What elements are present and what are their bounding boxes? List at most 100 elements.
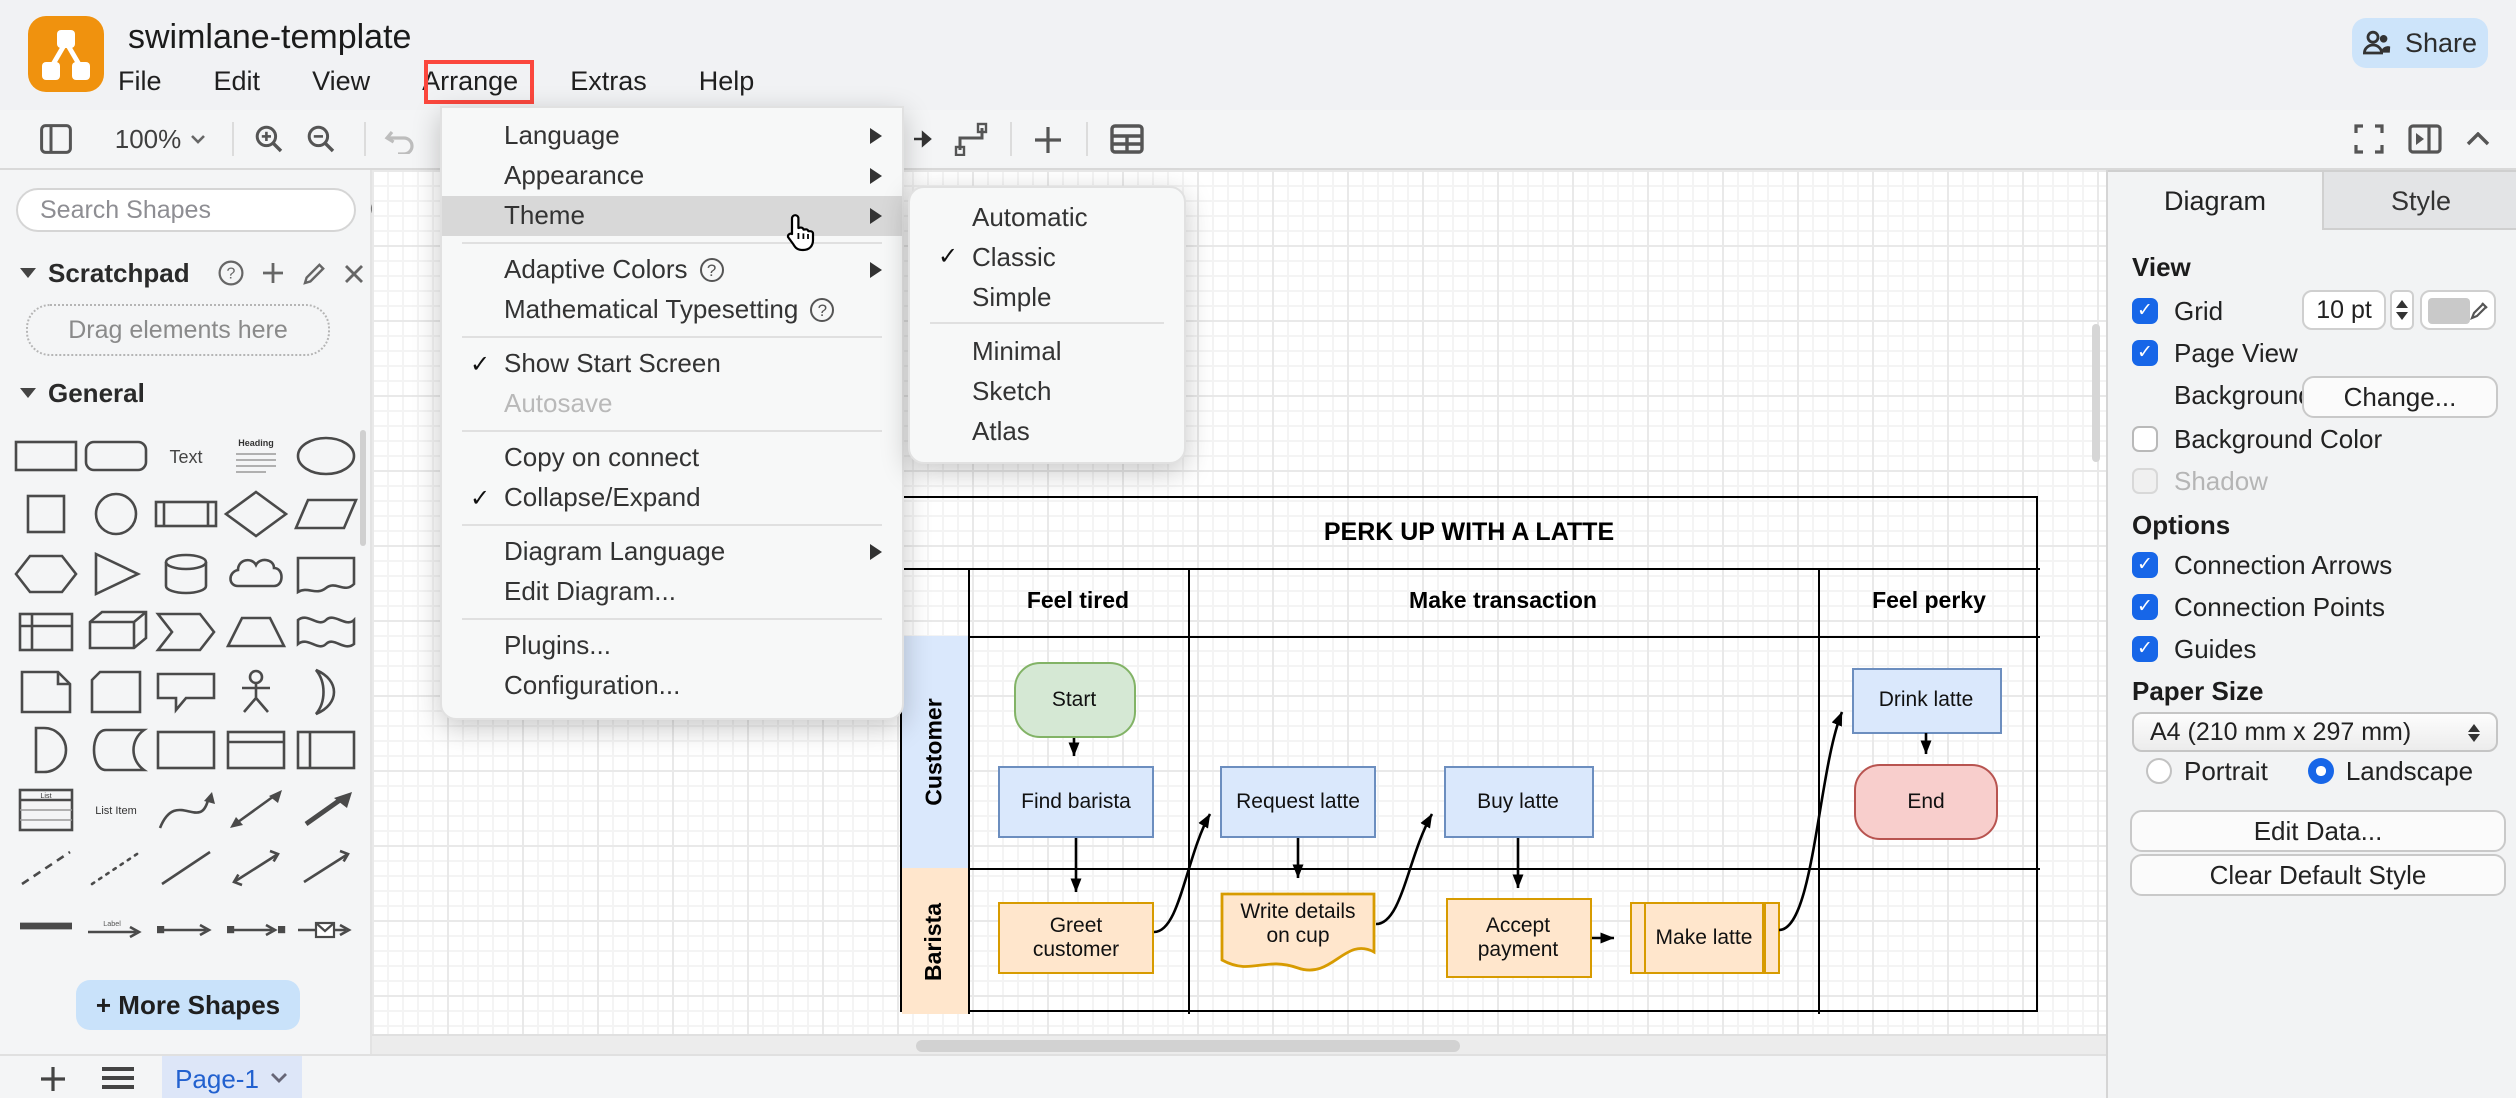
menu-item-plugins[interactable]: Plugins... — [504, 630, 611, 660]
shape-tape[interactable] — [292, 603, 360, 662]
waypoints-connector-icon[interactable] — [950, 110, 994, 168]
landscape-radio[interactable] — [2307, 758, 2334, 784]
shape-text[interactable]: Text — [152, 426, 220, 485]
shape-square[interactable] — [12, 485, 80, 544]
shape-document[interactable] — [292, 544, 360, 603]
more-shapes-button[interactable]: + More Shapes — [76, 980, 300, 1030]
node-request-latte[interactable]: Request latte — [1220, 766, 1376, 838]
column-header[interactable]: Make transaction — [1409, 589, 1597, 613]
change-background-button[interactable]: Change... — [2302, 376, 2498, 418]
shape-rectangle[interactable] — [12, 426, 80, 485]
menu-item-classic[interactable]: ✓Classic — [938, 241, 1056, 271]
toggle-sidebar-button[interactable] — [36, 110, 76, 168]
menu-item-copy-on-connect[interactable]: Copy on connect — [504, 442, 700, 472]
horizontal-scrollbar[interactable] — [372, 1034, 2106, 1054]
shape-parallelogram[interactable] — [292, 485, 360, 544]
toggle-format-panel-button[interactable] — [2402, 110, 2446, 168]
guides-checkbox[interactable]: ✓ — [2132, 636, 2158, 662]
pages-list-button[interactable] — [96, 1056, 140, 1098]
shape-cloud[interactable] — [222, 544, 290, 603]
menu-view[interactable]: View — [312, 66, 371, 96]
menu-item-sketch[interactable]: Sketch — [972, 375, 1052, 405]
page-view-checkbox[interactable]: ✓ — [2132, 340, 2158, 366]
shape-actor[interactable] — [222, 662, 290, 721]
sidebar-scrollbar[interactable] — [360, 430, 366, 546]
menu-item-mathematical-typesetting[interactable]: Mathematical Typesetting? — [442, 289, 902, 329]
connection-points-checkbox[interactable]: ✓ — [2132, 594, 2158, 620]
menu-item-minimal[interactable]: Minimal — [972, 335, 1062, 365]
column-header[interactable]: Feel tired — [1026, 589, 1130, 613]
shape-or[interactable] — [292, 662, 360, 721]
add-page-button[interactable] — [32, 1056, 72, 1098]
search-input[interactable] — [18, 196, 370, 224]
menu-item-theme[interactable]: Theme — [442, 195, 902, 235]
shape-curve[interactable] — [152, 780, 220, 839]
node-drink-latte[interactable]: Drink latte — [1851, 667, 2001, 733]
menu-item-atlas[interactable]: Atlas — [972, 415, 1030, 445]
grid-size-stepper[interactable] — [2390, 290, 2414, 330]
node-greet-customer[interactable]: Greet customer — [998, 902, 1154, 974]
shape-process[interactable] — [152, 485, 220, 544]
shape-container[interactable] — [152, 721, 220, 780]
shape-rounded-rectangle[interactable] — [82, 426, 150, 485]
connection-arrows-checkbox[interactable]: ✓ — [2132, 552, 2158, 578]
menu-item-diagram-language[interactable]: Diagram Language — [442, 531, 902, 571]
shape-list[interactable]: List — [12, 780, 80, 839]
shape-list-item[interactable]: List Item — [82, 780, 150, 839]
shape-line[interactable] — [152, 839, 220, 898]
close-icon[interactable] — [344, 263, 364, 283]
shape-trapezoid[interactable] — [222, 603, 290, 662]
search-shapes-box[interactable] — [16, 188, 396, 232]
node-end[interactable]: End — [1854, 764, 1998, 840]
menu-item-show-start-screen[interactable]: ✓Show Start Screen — [470, 348, 721, 378]
menu-file[interactable]: File — [118, 66, 162, 96]
shape-dashed-line[interactable] — [12, 839, 80, 898]
general-section[interactable]: General — [20, 378, 145, 408]
swimlane-pool[interactable]: PERK UP WITH A LATTE Feel tired Make tra… — [900, 495, 2040, 1014]
shape-bidirectional-arrow[interactable] — [222, 780, 290, 839]
menu-item-collapse-expand[interactable]: ✓Collapse/Expand — [470, 482, 701, 512]
edit-pencil-icon[interactable] — [302, 261, 326, 285]
lane-label-customer[interactable]: Customer — [902, 635, 968, 868]
shape-directional-connector[interactable] — [292, 839, 360, 898]
shape-diamond[interactable] — [222, 485, 290, 544]
shape-arrow-with-label[interactable]: Label — [82, 898, 150, 957]
vertical-scrollbar-thumb[interactable] — [2092, 324, 2100, 462]
paper-size-select[interactable]: A4 (210 mm x 297 mm) — [2132, 712, 2498, 752]
node-buy-latte[interactable]: Buy latte — [1443, 766, 1593, 838]
share-button[interactable]: Share — [2352, 18, 2488, 68]
shape-cylinder[interactable] — [152, 544, 220, 603]
shape-hexagon[interactable] — [12, 544, 80, 603]
zoom-in-button[interactable] — [248, 110, 288, 168]
shape-data-storage[interactable] — [82, 721, 150, 780]
shape-link[interactable] — [12, 898, 80, 957]
shape-callout[interactable] — [152, 662, 220, 721]
shape-arrow[interactable] — [292, 780, 360, 839]
horizontal-scrollbar-thumb[interactable] — [916, 1040, 1460, 1052]
background-color-checkbox[interactable] — [2132, 426, 2158, 452]
menu-edit[interactable]: Edit — [213, 66, 261, 96]
shape-triangle[interactable] — [82, 544, 150, 603]
menu-item-language[interactable]: Language — [442, 115, 902, 155]
shape-cube[interactable] — [82, 603, 150, 662]
node-accept-payment[interactable]: Accept payment — [1445, 898, 1591, 978]
shape-and[interactable] — [12, 721, 80, 780]
edit-data-button[interactable]: Edit Data... — [2130, 810, 2506, 852]
node-start[interactable]: Start — [1013, 662, 1135, 738]
clear-default-style-button[interactable]: Clear Default Style — [2130, 854, 2506, 896]
shape-side-container[interactable] — [292, 721, 360, 780]
menu-item-configuration[interactable]: Configuration... — [504, 670, 681, 700]
scratchpad-section[interactable]: Scratchpad ? — [20, 258, 364, 288]
shape-textbox[interactable]: Heading — [222, 426, 290, 485]
insert-plus-button[interactable] — [1028, 110, 1068, 168]
pool-title[interactable]: PERK UP WITH A LATTE — [1323, 518, 1615, 546]
zoom-out-button[interactable] — [300, 110, 340, 168]
shape-card[interactable] — [82, 662, 150, 721]
menu-help[interactable]: Help — [698, 66, 755, 96]
shape-dotted-line[interactable] — [82, 839, 150, 898]
collapse-toolbar-chevron[interactable] — [2460, 110, 2496, 168]
help-icon[interactable]: ? — [218, 260, 244, 286]
fullscreen-button[interactable] — [2348, 110, 2388, 168]
shape-note[interactable] — [12, 662, 80, 721]
